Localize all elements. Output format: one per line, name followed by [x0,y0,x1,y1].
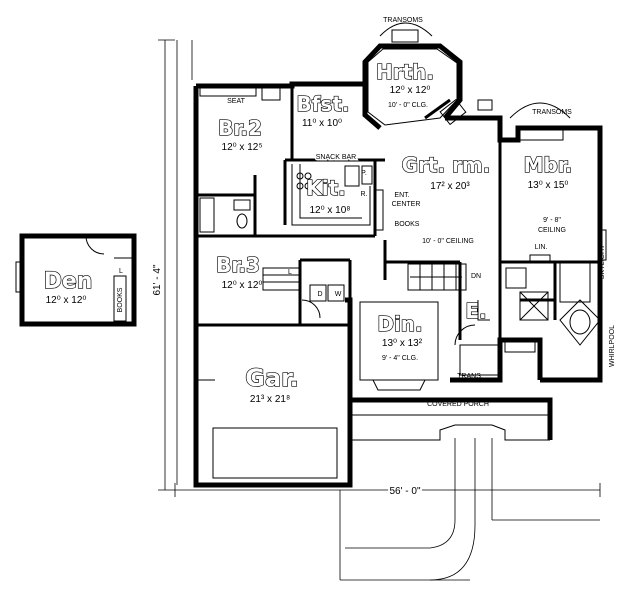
label-seat: SEAT [227,98,245,105]
room-name-br2: Br.2 [218,116,262,140]
room-note-mbr-1: 9' - 8" [543,217,561,224]
room-size-garage: 21³ x 21⁸ [250,394,290,405]
room-size-den: 12⁰ x 12⁰ [46,295,87,306]
dimension-lines [158,39,601,497]
label-snack-bar: SNACK BAR [316,154,356,161]
room-size-bfst: 11⁰ x 10⁰ [302,118,342,129]
label-w: W [335,291,342,298]
label-d: D [317,291,322,298]
room-name-kit: Kit. [306,176,346,200]
label-covered-porch: COVERED PORCH [427,401,489,408]
room-name-garage: Gar. [245,364,298,392]
interior-walls [196,84,600,340]
room-note-grtrm: 10' - 0" CEILING [422,238,474,245]
stair [407,263,467,291]
room-size-hearth: 12⁰ x 12⁰ [390,85,431,96]
room-size-kit: 12⁰ x 10⁸ [309,205,350,216]
room-name-den: Den [44,269,93,294]
width-dimension: 56' - 0" [389,486,420,497]
room-size-mbr: 13⁰ x 15⁰ [528,180,569,191]
room-note-mbr-2: CEILING [538,227,566,234]
label-p: P. [361,170,367,177]
label-whirlpool: WHIRLPOOL [609,325,616,367]
room-size-din: 13⁰ x 13² [382,338,423,349]
label-ent: ENT. [394,192,409,199]
label-trans: TRANS. [457,373,483,380]
den-outline [15,233,137,327]
label-lin: LIN. [535,244,548,251]
room-note-hearth: 10' - 0" CLG. [388,102,428,109]
room-name-grtrm: Grt. rm. [402,153,491,177]
room-note-din: 9' - 4" CLG. [382,355,418,362]
label-books-den: BOOKS [117,287,124,312]
label-transoms-right: TRANSOMS [532,109,572,116]
depth-dimension: 61' - 4" [152,264,163,295]
label-r: R. [361,191,368,198]
label-skylight: SKYLIGHT [599,244,606,279]
room-name-br3: Br.3 [216,253,260,277]
room-size-br2: 12⁰ x 12⁵ [222,142,263,153]
label-books-grt: BOOKS [395,221,420,228]
room-name-hearth: Hrth. [376,60,434,84]
label-transoms-top: TRANSOMS [383,17,423,24]
label-center: CENTER [392,201,421,208]
room-name-entry: E. [465,299,486,323]
label-dn: DN [471,273,481,280]
room-name-bfst: Bfst. [296,92,349,116]
label-l-den: L [119,268,123,275]
label-l-br3: L [288,269,292,276]
room-name-mbr: Mbr. [524,153,573,177]
driveway-lines [339,438,600,581]
room-name-din: Din. [377,312,422,336]
room-size-br3: 12⁰ x 12⁰ [222,280,263,291]
room-size-grtrm: 17² x 20³ [430,181,470,192]
